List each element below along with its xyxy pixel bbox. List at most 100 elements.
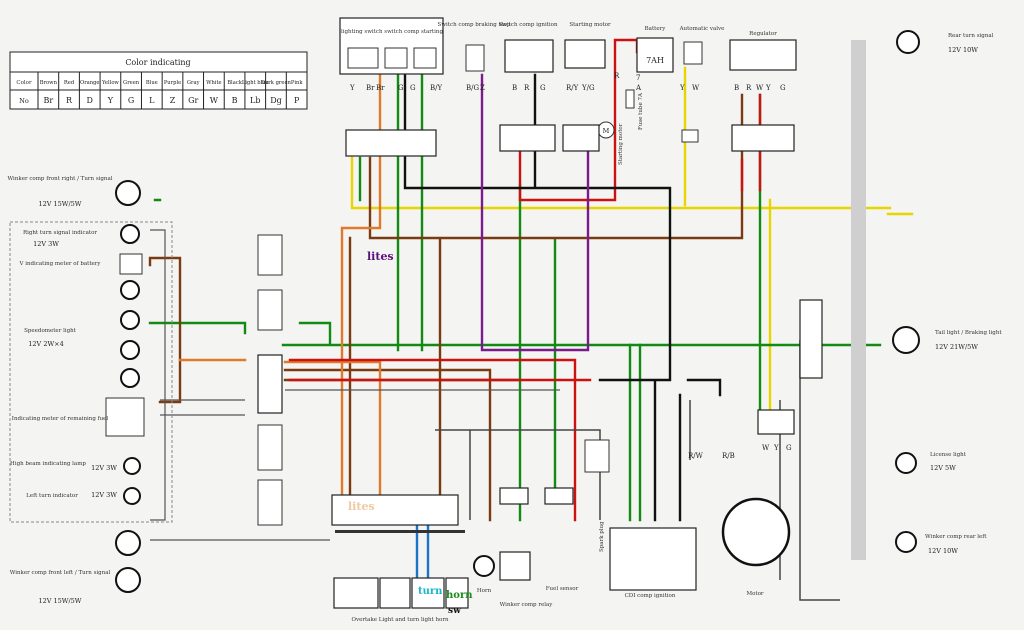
high-beam-label: High beam indicating lamp — [10, 461, 86, 467]
rear-left-signal-label: Winker comp rear left — [925, 534, 987, 540]
ignition-box — [504, 39, 554, 73]
color-code-cell: B — [232, 96, 238, 105]
wire-code-ignition: R — [524, 84, 530, 92]
bottom-components: Overtake Light and turn light horn Horn … — [331, 439, 791, 623]
color-name-cell: Black — [227, 80, 242, 86]
light-switch-connector — [345, 129, 437, 157]
color-name-cell: Orange — [80, 80, 100, 86]
left-indicator-spec: 12V 3W — [91, 491, 117, 499]
wire-code-light-switch: Y — [349, 84, 355, 92]
color-name-cell: Dark green — [261, 80, 291, 86]
front-right-signal-bulb — [115, 180, 141, 206]
color-code-cell: Br — [43, 96, 53, 105]
left-components: Winker comp front right / Turn signal 12… — [8, 176, 283, 605]
front-left-signal-spec: 12V 15W/5W — [39, 597, 82, 605]
color-code-cell: P — [294, 96, 300, 105]
wire-code-regulator: Y — [765, 84, 771, 92]
left-connector-1 — [257, 234, 283, 276]
front-left-upper-bulb — [115, 530, 141, 556]
tail-light-label: Tail light / Braking light — [935, 330, 1002, 336]
regulator-label: Regulator — [749, 31, 777, 37]
left-indicator-label: Left turn indicator — [26, 493, 78, 499]
high-beam-spec: 12V 3W — [91, 464, 117, 472]
wire-code-auto-valve: W — [692, 84, 700, 92]
color-name-cell: White — [206, 80, 222, 86]
speedo-bulb-1 — [120, 280, 140, 300]
color-name-cell: Brown — [40, 80, 58, 86]
ignition-label: Switch comp ignition — [498, 22, 558, 28]
left-connector-2 — [257, 289, 283, 331]
right-bus-wire — [851, 40, 866, 560]
color-name-cell: Light blue — [242, 80, 269, 86]
starting-motor-m: M — [603, 127, 610, 135]
wire-code-light-switch: B/Y — [430, 84, 443, 92]
color-table-cells: ColorNoBrownBrRedROrangeDYellowYGreenGBl… — [16, 72, 308, 109]
left-connector-3 — [257, 354, 283, 414]
light-switch-plug-3 — [413, 47, 437, 69]
light-switch-plug-1 — [347, 47, 379, 69]
color-code-cell: Y — [107, 96, 114, 105]
tail-light-spec: 12V 21W/5W — [935, 343, 978, 351]
rear-right-signal-label: Rear turn signal — [948, 33, 994, 39]
wire-code-light-switch: G — [398, 84, 404, 92]
green-wire-4 — [148, 198, 247, 335]
motor-symbol — [721, 497, 791, 567]
winker-relay-label: Winker comp relay — [500, 602, 554, 608]
speedo-bulb-3 — [120, 340, 140, 360]
color-code-cell: G — [128, 96, 134, 105]
black-wire-2 — [678, 378, 722, 522]
color-code-cell: L — [149, 96, 155, 105]
wire-code-cdi: R/W — [688, 452, 704, 460]
color-name-cell: Blue — [146, 80, 158, 86]
rear-left-signal-spec: 12V 10W — [928, 547, 958, 555]
blue-wire — [415, 518, 430, 582]
speedo-bulb-4 — [120, 368, 140, 388]
wire-code-light-switch: G — [410, 84, 416, 92]
green-wire — [281, 93, 882, 412]
battery-box — [636, 37, 674, 73]
tail-wire-connector — [757, 409, 795, 435]
tail-light-bulb — [892, 326, 920, 354]
rear-left-signal-bulb — [895, 531, 917, 553]
color-code-cell: Dg — [270, 96, 282, 105]
brown-wire — [348, 93, 744, 522]
horn-label: Horn — [477, 588, 492, 594]
turn-annotation: turn — [418, 586, 443, 597]
wire-code-regulator: R — [746, 84, 752, 92]
wire-code-ignition: B — [512, 84, 517, 92]
color-table-title: Color indicating — [125, 58, 190, 67]
color-name-cell: Purple — [164, 80, 181, 86]
ignition-connector — [499, 124, 556, 152]
wire-code-regulator: G — [780, 84, 786, 92]
rear-right-signal-spec: 12V 10W — [948, 46, 978, 54]
fuel-meter-label: Indicating meter of remaining fuel — [12, 416, 109, 422]
wire-code-tail-conn: G — [786, 444, 792, 452]
color-name-cell: Gray — [187, 80, 200, 86]
color-code-cell: Lb — [250, 96, 260, 105]
license-light-spec: 12V 5W — [930, 464, 956, 472]
front-right-signal-spec: 12V 15W/5W — [39, 200, 82, 208]
speedo-bulb-2 — [120, 310, 140, 330]
color-name-cell: Pink — [291, 80, 303, 86]
wires — [148, 38, 914, 601]
right-indicator-spec: 12V 3W — [33, 240, 59, 248]
handlebar-bus — [335, 530, 465, 533]
left-bundle — [150, 229, 560, 541]
horn-connector — [499, 487, 529, 505]
starter-label: Starting motor — [569, 22, 611, 28]
wire-code-tail-conn: Y — [773, 444, 779, 452]
color-name-cell: Red — [64, 80, 75, 86]
regulator-connector — [731, 124, 795, 152]
speedo-label: Speedometer light — [24, 328, 77, 334]
rear-right-signal-bulb — [896, 30, 920, 54]
yellow-wire — [350, 66, 892, 412]
horn-switch-box — [445, 577, 469, 609]
color-table-row-label: Color — [16, 80, 32, 86]
right-indicator-label: Right turn signal indicator — [23, 230, 97, 236]
cdi-label: CDI comp ignition — [625, 593, 676, 599]
horn-symbol — [473, 555, 495, 577]
color-code-cell: Gr — [188, 96, 198, 105]
front-right-signal-label: Winker comp front right / Turn signal — [8, 176, 113, 182]
